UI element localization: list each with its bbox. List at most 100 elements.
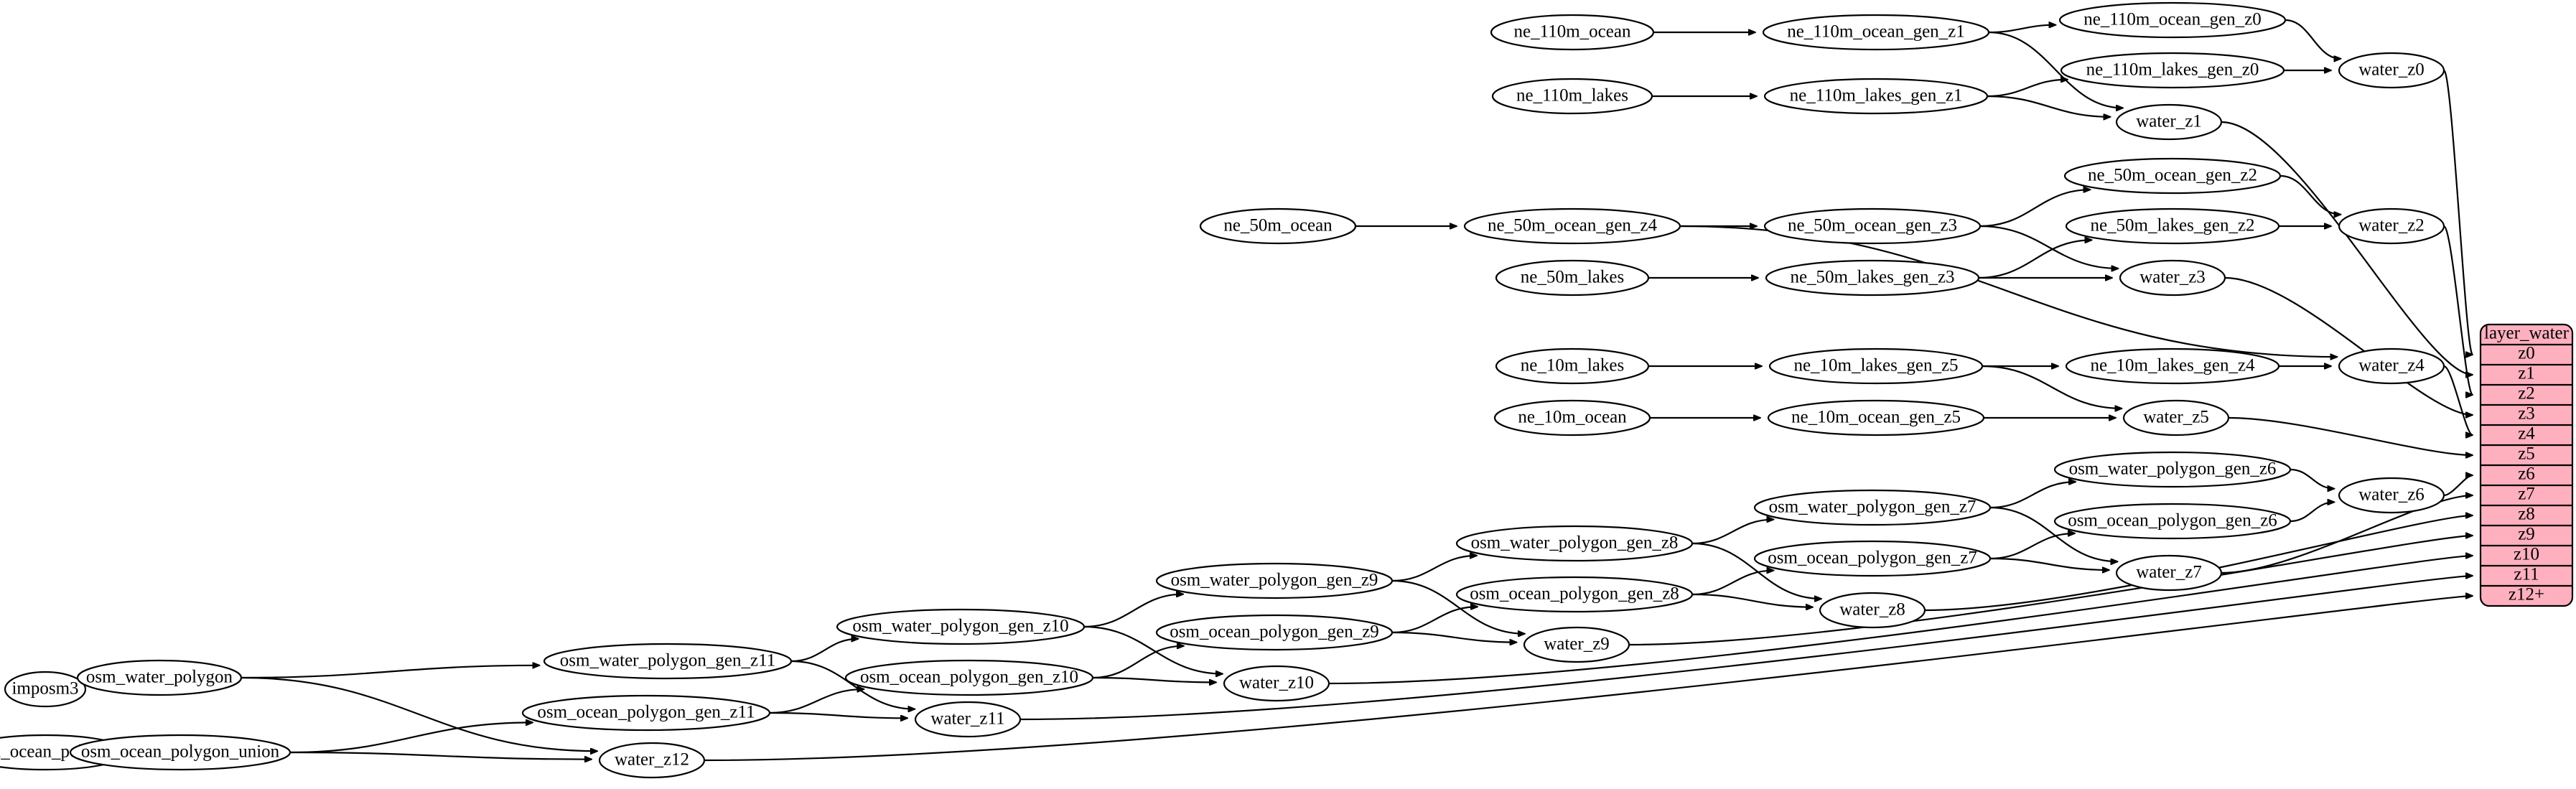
node-ellipse xyxy=(2053,451,2292,488)
graph-node-ne_110m_lakes[interactable]: ne_110m_lakes xyxy=(1491,78,1653,115)
node-ellipse xyxy=(69,734,291,771)
graph-node-ne_110m_ocean_gen_z1[interactable]: ne_110m_ocean_gen_z1 xyxy=(1762,14,1990,51)
edge-osm_ocean_polygon_gen_z9-to-water_z9 xyxy=(1391,631,1517,643)
edge-osm_water_polygon-to-water_z12 xyxy=(241,676,597,751)
graph-node-water_z7[interactable]: water_z7 xyxy=(2115,554,2223,592)
graph-node-osm_ocean_polygon_gen_z10[interactable]: osm_ocean_polygon_gen_z10 xyxy=(844,659,1094,696)
graph-node-ne_110m_ocean_gen_z0[interactable]: ne_110m_ocean_gen_z0 xyxy=(2058,1,2287,39)
node-ellipse xyxy=(2063,157,2282,195)
graph-node-osm_ocean_polygon_gen_z8[interactable]: osm_ocean_polygon_gen_z8 xyxy=(1455,576,1694,613)
graph-node-water_z6[interactable]: water_z6 xyxy=(2338,477,2445,514)
graph-node-water_z2[interactable]: water_z2 xyxy=(2338,207,2445,245)
graph-node-osm_water_polygon_gen_z8[interactable]: osm_water_polygon_gen_z8 xyxy=(1455,525,1694,562)
edge-osm_water_polygon_gen_z10-to-water_z10 xyxy=(1083,625,1223,674)
graph-node-imposm3[interactable]: imposm3 xyxy=(4,671,87,708)
edge-osm_water_polygon_gen_z7-to-osm_water_polygon_gen_z6 xyxy=(1989,482,2076,509)
edge-ne_10m_lakes_gen_z5-to-water_z5 xyxy=(1982,365,2122,408)
graph-node-water_z8[interactable]: water_z8 xyxy=(1819,592,1926,629)
node-ellipse xyxy=(1768,347,1984,385)
node-ellipse xyxy=(2338,347,2445,385)
edge-water_z11-to-layer_water-z11 xyxy=(1019,576,2473,721)
graph-node-ne_50m_ocean_gen_z3[interactable]: ne_50m_ocean_gen_z3 xyxy=(1763,207,1982,245)
node-ellipse xyxy=(836,608,1086,645)
graph-node-water_z10[interactable]: water_z10 xyxy=(1223,665,1330,702)
edge-osm_ocean_polygon_gen_z8-to-water_z8 xyxy=(1691,593,1813,607)
graph-node-ne_50m_ocean[interactable]: ne_50m_ocean xyxy=(1199,207,1357,245)
record-node-layer-water[interactable]: layer_waterz0z1z2z3z4z5z6z7z8z9z10z11z12… xyxy=(2479,324,2574,607)
edge-osm_ocean_polygon_gen_z8-to-osm_ocean_polygon_gen_z7 xyxy=(1691,571,1773,596)
edge-ne_110m_lakes_gen_z1-to-water_z1 xyxy=(1987,95,2111,117)
graph-node-osm_ocean_polygon_gen_z6[interactable]: osm_ocean_polygon_gen_z6 xyxy=(2053,503,2292,540)
edge-ne_50m_ocean_gen_z4-to-water_z4 xyxy=(1679,225,2337,357)
edge-ne_50m_ocean_gen_z3-to-ne_50m_ocean_gen_z2 xyxy=(1979,190,2091,228)
edge-osm_ocean_polygon_gen_z10-to-osm_ocean_polygon_gen_z9 xyxy=(1092,646,1184,679)
graph-node-ne_50m_ocean_gen_z2[interactable]: ne_50m_ocean_gen_z2 xyxy=(2063,157,2282,195)
graph-node-ne_10m_lakes[interactable]: ne_10m_lakes xyxy=(1495,347,1650,385)
graph-node-water_z12[interactable]: water_z12 xyxy=(598,742,706,779)
graph-node-ne_10m_lakes_gen_z4[interactable]: ne_10m_lakes_gen_z4 xyxy=(2065,347,2280,385)
graph-node-ne_110m_ocean[interactable]: ne_110m_ocean xyxy=(1490,14,1655,51)
node-ellipse xyxy=(2115,554,2223,592)
graph-node-water_z1[interactable]: water_z1 xyxy=(2115,103,2223,141)
node-ellipse xyxy=(2065,347,2280,385)
node-ellipse xyxy=(2060,52,2285,89)
graph-node-ne_110m_lakes_gen_z0[interactable]: ne_110m_lakes_gen_z0 xyxy=(2060,52,2285,89)
graph-node-osm_water_polygon_gen_z6[interactable]: osm_water_polygon_gen_z6 xyxy=(2053,451,2292,488)
edge-water_z0-to-layer_water-z0 xyxy=(2442,69,2473,355)
graph-node-water_z0[interactable]: water_z0 xyxy=(2338,52,2445,89)
edge-water_z1-to-layer_water-z1 xyxy=(2221,121,2473,375)
edge-water_z10-to-layer_water-z10 xyxy=(1328,556,2473,685)
edge-water_z7-to-layer_water-z7 xyxy=(2221,495,2473,574)
edge-osm_water_polygon_gen_z6-to-water_z6 xyxy=(2290,468,2334,489)
node-ellipse xyxy=(4,671,87,708)
edge-water_z9-to-layer_water-z9 xyxy=(1628,536,2473,646)
node-ellipse xyxy=(1455,525,1694,562)
graph-node-water_z11[interactable]: water_z11 xyxy=(914,701,1022,738)
graph-node-water_z5[interactable]: water_z5 xyxy=(2122,399,2230,436)
graph-node-osm_ocean_polygon_gen_z9[interactable]: osm_ocean_polygon_gen_z9 xyxy=(1155,614,1394,651)
graph-node-ne_50m_lakes_gen_z3[interactable]: ne_50m_lakes_gen_z3 xyxy=(1765,259,1980,297)
node-ellipse xyxy=(1523,626,1630,663)
node-ellipse xyxy=(1155,562,1394,599)
edge-osm_water_polygon_gen_z11-to-water_z11 xyxy=(790,660,915,709)
node-ellipse xyxy=(2058,1,2287,39)
node-ellipse xyxy=(1762,14,1990,51)
graph-node-ne_10m_lakes_gen_z5[interactable]: ne_10m_lakes_gen_z5 xyxy=(1768,347,1984,385)
node-ellipse xyxy=(1753,489,1992,526)
graph-node-water_z3[interactable]: water_z3 xyxy=(2119,259,2226,297)
graph-node-ne_50m_lakes_gen_z2[interactable]: ne_50m_lakes_gen_z2 xyxy=(2065,207,2280,245)
graph-node-ne_50m_ocean_gen_z4[interactable]: ne_50m_ocean_gen_z4 xyxy=(1463,207,1681,245)
graph-node-ne_50m_lakes[interactable]: ne_50m_lakes xyxy=(1495,259,1650,297)
graph-node-osm_water_polygon[interactable]: osm_water_polygon xyxy=(76,659,243,696)
edge-osm_water_polygon_gen_z11-to-osm_water_polygon_gen_z10 xyxy=(790,639,859,663)
edge-osm_water_polygon_gen_z10-to-osm_water_polygon_gen_z9 xyxy=(1083,594,1183,628)
node-ellipse xyxy=(2065,207,2280,245)
graph-node-osm_water_polygon_gen_z10[interactable]: osm_water_polygon_gen_z10 xyxy=(836,608,1086,645)
graph-node-water_z4[interactable]: water_z4 xyxy=(2338,347,2445,385)
graph-node-ne_10m_ocean_gen_z5[interactable]: ne_10m_ocean_gen_z5 xyxy=(1767,399,1985,436)
node-ellipse xyxy=(2053,503,2292,540)
graph-node-osm_ocean_polygon_gen_z7[interactable]: osm_ocean_polygon_gen_z7 xyxy=(1753,540,1992,577)
graph-node-ne_110m_lakes_gen_z1[interactable]: ne_110m_lakes_gen_z1 xyxy=(1763,78,1989,115)
node-ellipse xyxy=(1455,576,1694,613)
edge-osm_ocean_polygon_gen_z7-to-water_z7 xyxy=(1989,557,2109,570)
graph-node-osm_water_polygon_gen_z7[interactable]: osm_water_polygon_gen_z7 xyxy=(1753,489,1992,526)
node-ellipse xyxy=(521,694,771,732)
graph-node-ne_10m_ocean[interactable]: ne_10m_ocean xyxy=(1493,399,1651,436)
graph-node-water_z9[interactable]: water_z9 xyxy=(1523,626,1630,663)
edge-osm_water_polygon_gen_z8-to-water_z8 xyxy=(1691,542,1821,599)
edge-osm_ocean_polygon_union-to-osm_ocean_polygon_gen_z11 xyxy=(289,722,533,754)
graph-node-osm_water_polygon_gen_z9[interactable]: osm_water_polygon_gen_z9 xyxy=(1155,562,1394,599)
node-ellipse xyxy=(1753,540,1992,577)
node-ellipse xyxy=(1819,592,1926,629)
edge-water_z12-to-layer_water-z12+ xyxy=(704,596,2473,762)
node-ellipse xyxy=(1155,614,1394,651)
graph-node-osm_water_polygon_gen_z11[interactable]: osm_water_polygon_gen_z11 xyxy=(543,643,793,680)
graph-node-osm_ocean_polygon_union[interactable]: osm_ocean_polygon_union xyxy=(69,734,291,771)
edge-osm_water_polygon_gen_z8-to-osm_water_polygon_gen_z7 xyxy=(1691,520,1773,545)
edges-layer xyxy=(62,19,2473,762)
graph-node-osm_ocean_polygon_gen_z11[interactable]: osm_ocean_polygon_gen_z11 xyxy=(521,694,771,732)
